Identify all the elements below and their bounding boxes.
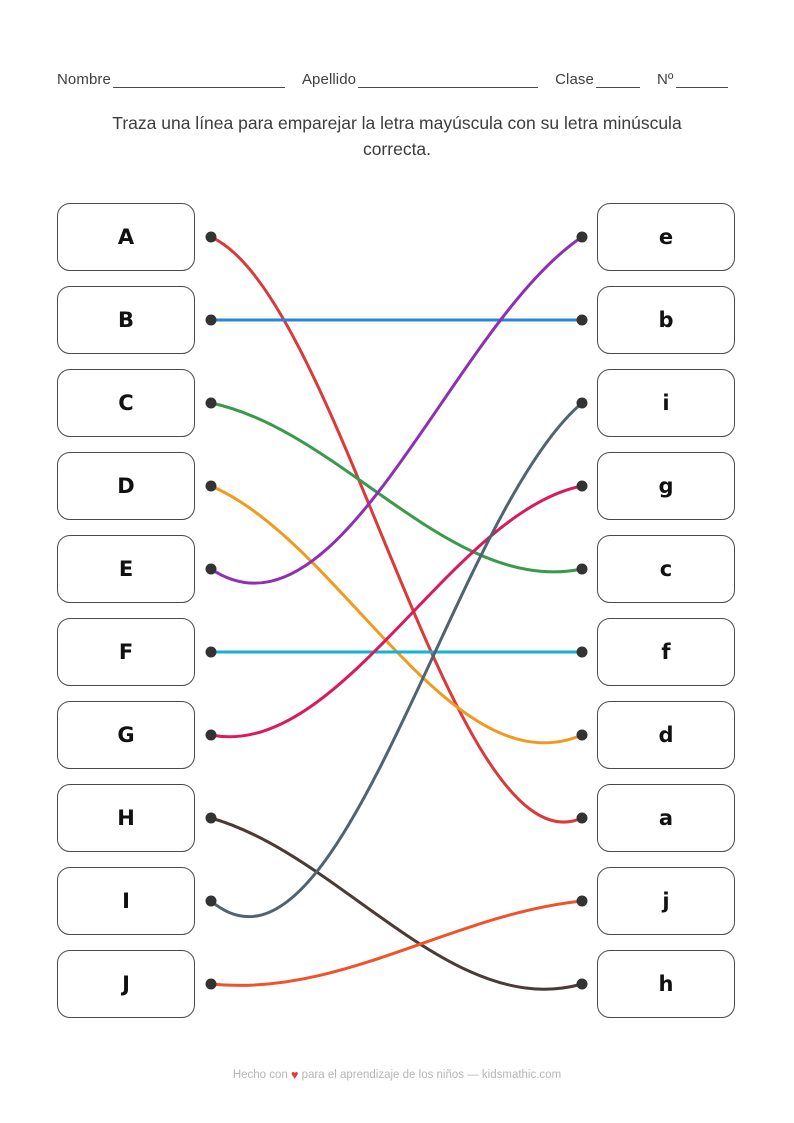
letter-box-e[interactable]: e [597,203,735,271]
letter-box-i[interactable]: i [597,369,735,437]
letter-box-C[interactable]: C [57,369,195,437]
letter-label: a [658,806,674,830]
connector-endpoint-dot-A[interactable] [205,231,217,243]
letter-box-H[interactable]: H [57,784,195,852]
letter-box-a[interactable]: a [597,784,735,852]
letter-label: E [118,557,134,581]
connector-endpoint-dot-C[interactable] [205,397,217,409]
instructions-line-1: Traza una línea para emparejar la letra … [112,113,599,133]
connector-endpoint-dot-i[interactable] [576,397,588,409]
letter-label: d [658,723,674,747]
letter-box-j[interactable]: j [597,867,735,935]
connector-endpoint-dot-e[interactable] [576,231,588,243]
letter-label: j [662,889,670,913]
connector-endpoint-dot-h[interactable] [576,978,588,990]
letter-label: B [117,308,134,332]
student-info-header: Nombre Apellido Clase Nº [57,62,737,88]
nombre-write-line[interactable] [112,73,285,88]
letter-box-A[interactable]: A [57,203,195,271]
clase-label: Clase [555,71,594,88]
letter-box-g[interactable]: g [597,452,735,520]
apellido-label: Apellido [301,71,357,88]
letter-label: c [659,557,673,581]
letter-box-I[interactable]: I [57,867,195,935]
connector-endpoint-dot-d[interactable] [576,729,588,741]
letter-label: i [662,391,670,415]
footer-prefix: Hecho con [232,1069,288,1081]
letter-label: g [658,474,674,498]
letter-label: e [658,225,674,249]
connector-endpoint-dot-B[interactable] [205,314,217,326]
connector-endpoint-dot-j[interactable] [576,895,588,907]
letter-label: F [118,640,134,664]
letter-box-E[interactable]: E [57,535,195,603]
letter-label: f [661,640,671,664]
connector-endpoint-dot-b[interactable] [576,314,588,326]
instructions-line-2: minúscula correcta. [362,113,682,159]
letter-label: J [122,972,130,996]
nombre-label: Nombre [57,71,111,88]
letter-label: G [117,723,135,747]
instructions: Traza una línea para emparejar la letra … [97,110,697,162]
letter-label: D [117,474,135,498]
footer-suffix: para el aprendizaje de los niños — kidsm… [301,1069,562,1081]
connector-endpoint-dot-f[interactable] [576,646,588,658]
letter-box-D[interactable]: D [57,452,195,520]
letter-label: C [118,391,134,415]
heart-icon: ♥ [291,1068,299,1082]
letter-label: h [658,972,674,996]
letter-box-f[interactable]: f [597,618,735,686]
letter-box-b[interactable]: b [597,286,735,354]
numero-label: Nº [656,71,674,88]
connector-endpoint-dot-F[interactable] [205,646,217,658]
connector-line-I-to-i[interactable] [209,401,584,919]
connector-line-E-to-e[interactable] [209,235,584,585]
connector-endpoint-dot-a[interactable] [576,812,588,824]
connector-line-H-to-h[interactable] [209,816,584,991]
connector-endpoint-dot-J[interactable] [205,978,217,990]
numero-write-line[interactable] [675,73,728,88]
connector-line-J-to-j[interactable] [209,899,584,987]
letter-box-B[interactable]: B [57,286,195,354]
letter-label: H [117,806,135,830]
apellido-write-line[interactable] [358,73,539,88]
connector-line-D-to-d[interactable] [209,484,584,745]
letter-label: A [117,225,135,249]
connector-line-A-to-a[interactable] [209,235,584,824]
connector-endpoint-dot-E[interactable] [205,563,217,575]
letter-box-G[interactable]: G [57,701,195,769]
connector-endpoint-dot-H[interactable] [205,812,217,824]
letter-box-J[interactable]: J [57,950,195,1018]
letter-box-F[interactable]: F [57,618,195,686]
clase-write-line[interactable] [595,73,640,88]
letter-label: I [122,889,130,913]
connector-line-C-to-c[interactable] [209,401,584,574]
connector-line-G-to-g[interactable] [209,484,584,739]
connector-endpoint-dot-I[interactable] [205,895,217,907]
footer-credit: Hecho con ♥ para el aprendizaje de los n… [0,1068,794,1082]
letter-label: b [658,308,674,332]
letter-box-h[interactable]: h [597,950,735,1018]
connector-lines-layer [205,231,588,991]
matching-exercise-board: A B C D E F G H I J e b i g c f d a j h [0,196,794,1028]
letter-box-c[interactable]: c [597,535,735,603]
connector-endpoint-dot-c[interactable] [576,563,588,575]
connector-endpoint-dot-D[interactable] [205,480,217,492]
connector-endpoint-dot-G[interactable] [205,729,217,741]
letter-box-d[interactable]: d [597,701,735,769]
connector-endpoint-dot-g[interactable] [576,480,588,492]
